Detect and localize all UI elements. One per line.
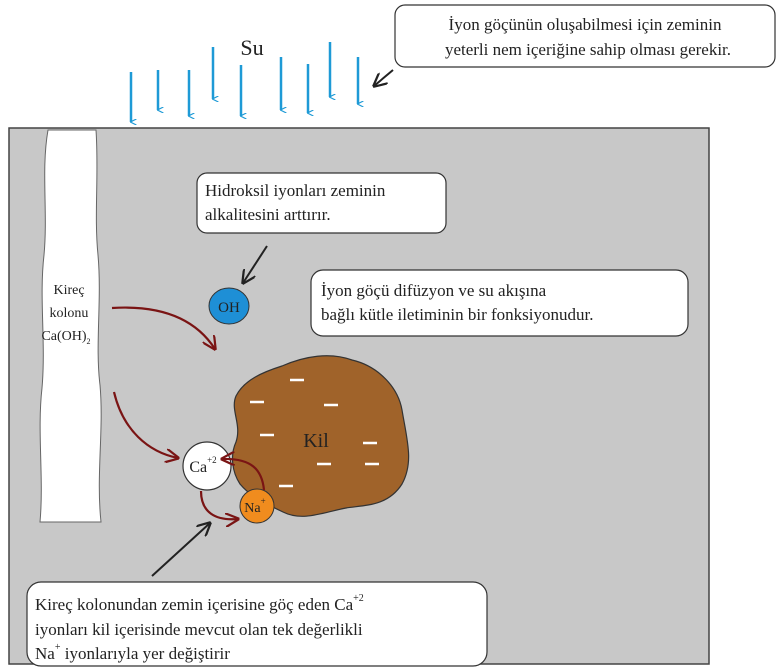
oh-ion-label: OH <box>218 300 240 316</box>
na-ion-charge: + <box>261 496 266 506</box>
arrow-column-to-ca <box>112 391 178 458</box>
lime-column-formula-sub: 2 <box>87 337 91 346</box>
callout-hydroxyl-pointer <box>243 245 268 283</box>
arrow-column-to-oh <box>111 306 215 349</box>
ca-ion-label: Ca+2 <box>189 455 216 476</box>
arrow-ca-to-na <box>199 490 238 519</box>
na-ion-symbol: Na <box>244 501 261 516</box>
lime-column-label-line2: kolonu <box>50 306 89 321</box>
water-label: Su <box>240 35 263 60</box>
water-arrows <box>129 42 358 122</box>
callout-exchange-line2: iyonları kil içerisinde mevcut olan tek … <box>35 620 363 639</box>
ion-flow-arrows <box>111 306 266 520</box>
lime-column-formula: Ca(OH)2 <box>41 329 90 346</box>
ca-ion-symbol: Ca <box>189 459 207 476</box>
callout-moisture-line2: yeterli nem içeriğine sahip olması gerek… <box>445 40 731 59</box>
lime-column-label-line1: Kireç <box>53 283 84 298</box>
callout-migration-line2: bağlı kütle iletiminin bir fonksiyonudur… <box>321 305 593 324</box>
arrow-na-to-ca <box>222 459 266 491</box>
clay-particle <box>231 355 410 517</box>
callout-hydroxyl-line1: Hidroksil iyonları zeminin <box>205 181 386 200</box>
callout-migration-line1: İyon göçü difüzyon ve su akışına <box>321 281 547 300</box>
negative-charges <box>250 378 379 488</box>
callout-exchange-line1-sup: +2 <box>353 593 364 604</box>
callout-exchange-line3-text: iyonlarıyla yer değiştirir <box>60 644 230 663</box>
clay-label: Kil <box>303 430 329 452</box>
callout-exchange-line1-text: Kireç kolonundan zemin içerisine göç ede… <box>35 595 354 614</box>
callout-hydroxyl-line2: alkalitesini arttırır. <box>205 205 331 224</box>
callout-moisture-pointer <box>374 69 394 86</box>
lime-column <box>39 129 102 523</box>
callout-exchange-line1: Kireç kolonundan zemin içerisine göç ede… <box>35 593 364 614</box>
ca-ion-charge: +2 <box>207 455 217 465</box>
lime-column-formula-main: Ca(OH) <box>41 329 86 344</box>
callout-moisture-line1: İyon göçünün oluşabilmesi için zeminin <box>449 15 722 34</box>
oh-ion <box>208 287 250 325</box>
na-ion-label: Na+ <box>244 496 265 516</box>
callout-exchange <box>26 581 488 667</box>
callout-migration <box>310 269 689 337</box>
callout-exchange-line3-sup: + <box>55 642 61 653</box>
na-ion <box>239 488 275 524</box>
callout-exchange-line3: Na+ iyonlarıyla yer değiştirir <box>35 642 230 663</box>
callout-exchange-pointer <box>151 523 210 577</box>
callout-moisture <box>394 4 776 68</box>
callout-hydroxyl <box>196 172 447 234</box>
callout-exchange-line3-sym: Na <box>35 644 55 663</box>
